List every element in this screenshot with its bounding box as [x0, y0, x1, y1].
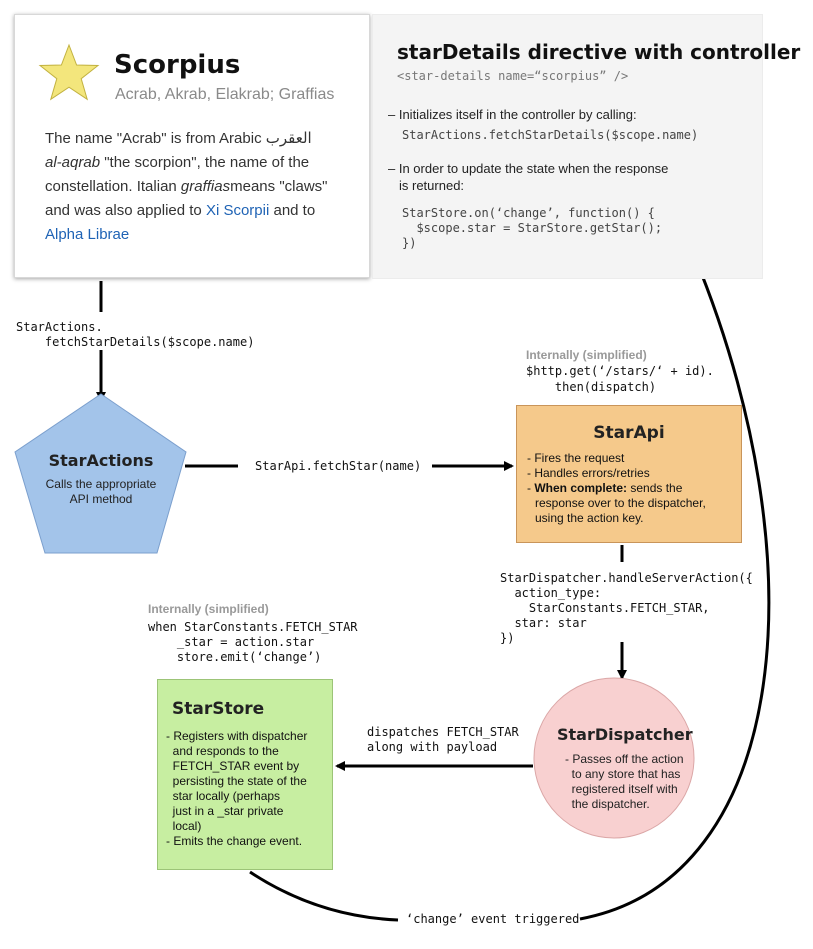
directive-code-2-line-3: }) — [402, 236, 417, 250]
star-dispatcher-circle — [533, 677, 695, 839]
card-italic-1: al-aqrab — [45, 154, 101, 171]
directive-bullet-2b: is returned: — [399, 178, 465, 193]
star-dispatcher-body-line-2: to any store that has — [565, 767, 681, 781]
change-label: ‘change’ event triggered — [406, 912, 580, 926]
star-actions-title: StarActions — [48, 451, 154, 470]
directive-code-1: StarActions.fetchStarDetails($scope.name… — [402, 128, 699, 142]
star-actions-body: Calls the appropriate API method — [45, 477, 157, 507]
star-api-item-2: - Handles errors/retries — [527, 466, 650, 480]
dispatch-label-line-1: dispatches FETCH_STAR — [367, 725, 519, 739]
star-api-body: - Fires the request - Handles errors/ret… — [527, 451, 737, 526]
store-internal-code-line-2: _star = action.star — [148, 635, 315, 649]
card-arabic-text: العقرب — [265, 129, 312, 147]
card-text-1: The name "Acrab" is from Arabic — [45, 130, 266, 147]
handle-code-line-1: StarDispatcher.handleServerAction({ — [500, 571, 753, 585]
handle-code-line-3: StarConstants.FETCH_STAR, — [500, 601, 710, 615]
card-text-2: "the scorpion", the name of the constell… — [45, 154, 310, 195]
card-text-4: and to — [269, 202, 316, 219]
xi-scorpii-link[interactable]: Xi Scorpii — [205, 202, 270, 219]
change-curve-left — [249, 870, 399, 922]
card-italic-2: graffias — [180, 178, 231, 195]
card-subtitle: Acrab, Akrab, Elakrab; Graffias — [115, 86, 335, 103]
star-actions-body-line-1: Calls the appropriate — [45, 477, 157, 491]
star-dispatcher-body-line-4: the dispatcher. — [565, 797, 650, 811]
store-internal-code-line-1: when StarConstants.FETCH_STAR — [148, 620, 358, 634]
star-store-body: - Registers with dispatcher and responds… — [166, 729, 331, 849]
handle-code-line-5: }) — [500, 631, 515, 645]
star-icon — [38, 43, 100, 101]
call-label-line-2: fetchStarDetails($scope.name) — [16, 335, 255, 349]
star-store-body-line-5: star locally (perhaps — [166, 789, 281, 803]
api-internal-code-line-2: then(dispatch) — [526, 380, 657, 394]
api-internal-caption: Internally (simplified) — [526, 348, 647, 362]
star-store-body-line-4: persisting the state of the — [166, 774, 307, 788]
star-dispatcher-title: StarDispatcher — [557, 725, 693, 744]
card-text-3: means "claws" and was also applied to — [45, 178, 328, 219]
directive-bullet-1: – Initializes itself in the controller b… — [388, 107, 637, 122]
card-description: The name "Acrab" is from Arabic العقرب al… — [45, 126, 350, 247]
star-api-complete-text-1: sends the — [627, 481, 683, 495]
star-dispatcher-body-line-1: - Passes off the action — [565, 752, 684, 766]
star-api-complete-text-3: using the action key. — [535, 511, 644, 525]
star-api-title: StarApi — [593, 423, 665, 443]
star-store-body-line-7: local) — [166, 819, 202, 833]
star-store-body-line-8: - Emits the change event. — [166, 834, 303, 848]
star-store-body-line-2: and responds to the — [166, 744, 279, 758]
star-api-complete-text-2: response over to the dispatcher, — [535, 496, 706, 510]
star-store-body-line-3: FETCH_STAR event by — [166, 759, 300, 773]
star-dispatcher-body: - Passes off the action to any store tha… — [565, 752, 695, 812]
star-api-box — [516, 405, 742, 543]
directive-tag: <star-details name=“scorpius” /> — [397, 69, 629, 83]
change-curve-right — [579, 253, 771, 921]
star-actions-body-line-2: API method — [69, 492, 133, 506]
directive-bullet-2a: – In order to update the state when the … — [388, 161, 669, 176]
handle-code-line-4: star: star — [500, 616, 587, 630]
alpha-librae-link[interactable]: Alpha Librae — [45, 226, 130, 243]
star-store-title: StarStore — [172, 699, 265, 719]
star-store-body-line-6: just in a _star private — [166, 804, 284, 818]
directive-title: starDetails directive with controller — [397, 40, 801, 64]
star-store-box — [157, 679, 333, 870]
api-internal-code-line-1: $http.get(‘/stars/‘ + id). — [526, 364, 714, 378]
star-actions-pentagon — [14, 393, 187, 554]
store-internal-code-line-3: store.emit(‘change’) — [148, 650, 322, 664]
star-api-complete-bold: When complete: — [534, 481, 628, 495]
fetch-label: StarApi.fetchStar(name) — [255, 459, 422, 473]
card-title: Scorpius — [114, 50, 241, 80]
handle-code-line-2: action_type: — [500, 586, 602, 600]
directive-code-2-line-1: StarStore.on(‘change’, function() { — [402, 206, 655, 220]
star-api-item-3: - When complete: sends the — [527, 481, 683, 495]
star-api-item-1: - Fires the request — [527, 451, 625, 465]
dispatch-label-line-2: along with payload — [367, 740, 498, 754]
directive-panel — [372, 14, 763, 279]
call-label-line-1: StarActions. — [16, 320, 103, 334]
star-store-body-line-1: - Registers with dispatcher — [166, 729, 308, 743]
directive-code-2-line-2: $scope.star = StarStore.getStar(); — [402, 221, 663, 235]
star-dispatcher-body-line-3: registered itself with — [565, 782, 678, 796]
store-internal-caption: Internally (simplified) — [148, 602, 269, 616]
